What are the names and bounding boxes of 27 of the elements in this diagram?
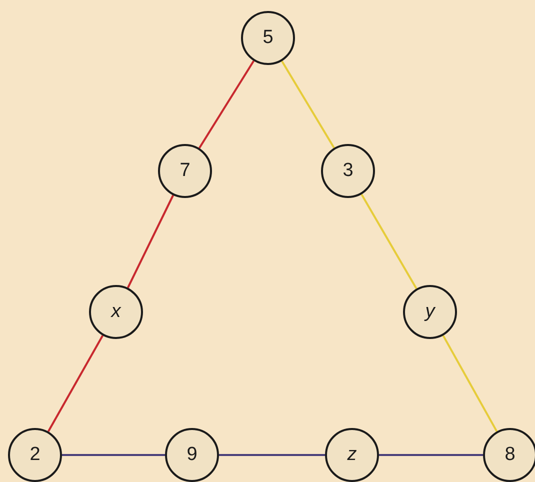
connector-line bbox=[198, 60, 255, 149]
number-circle bbox=[241, 11, 295, 65]
number-circle bbox=[158, 144, 212, 198]
variable-label: x bbox=[111, 301, 121, 323]
number-circle bbox=[483, 428, 535, 482]
number-label: 7 bbox=[180, 160, 190, 182]
connector-line bbox=[281, 60, 335, 148]
number-label: 9 bbox=[186, 444, 198, 466]
connector-line bbox=[442, 335, 498, 432]
connector-line bbox=[47, 335, 104, 432]
connector-line bbox=[379, 454, 483, 456]
number-circle bbox=[89, 285, 143, 339]
number-circle bbox=[321, 144, 375, 198]
number-label: 5 bbox=[262, 27, 274, 49]
number-circle bbox=[403, 285, 457, 339]
variable-label: z bbox=[347, 444, 357, 466]
number-circle bbox=[8, 428, 62, 482]
connector-line bbox=[62, 454, 165, 456]
number-label: 3 bbox=[342, 160, 354, 182]
number-circle bbox=[165, 428, 219, 482]
connector-line bbox=[360, 194, 418, 290]
number-label: 8 bbox=[504, 444, 516, 466]
number-circle bbox=[325, 428, 379, 482]
connector-line bbox=[126, 194, 174, 288]
variable-label: y bbox=[425, 301, 435, 323]
number-label: 2 bbox=[30, 444, 40, 466]
connector-line bbox=[219, 454, 325, 456]
